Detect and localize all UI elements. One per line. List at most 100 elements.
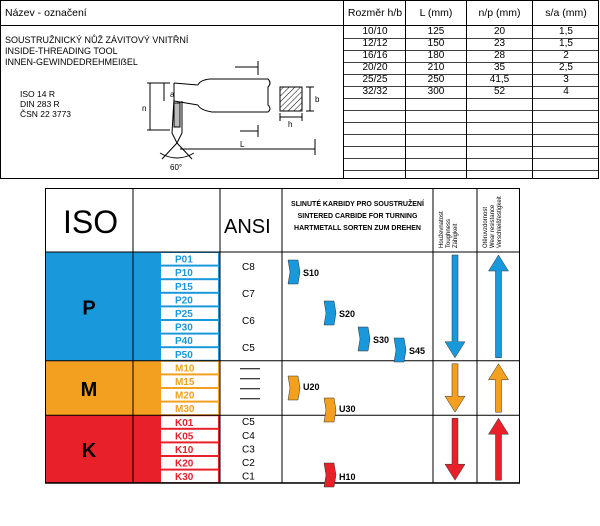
iso-chart-graphic: P01P10P15P20P25P30P40P50PM10M15M20M30MK0… bbox=[45, 188, 520, 488]
sort-shape-s45 bbox=[393, 337, 407, 363]
sa-cell: 1,5 bbox=[559, 38, 573, 49]
length-cell: 150 bbox=[427, 38, 445, 49]
grade-cell-bg bbox=[161, 416, 218, 428]
length-cell: 300 bbox=[427, 86, 445, 97]
size-cell: 20/20 bbox=[362, 62, 388, 73]
size-cell: 25/25 bbox=[362, 74, 388, 85]
standard-din: DIN 283 R bbox=[20, 99, 60, 109]
size-cell: 16/16 bbox=[362, 50, 388, 61]
group-m-block bbox=[45, 360, 133, 416]
ansi-label: C3 bbox=[242, 444, 255, 455]
grade-cell-bg bbox=[161, 429, 218, 442]
wear-arrow-p bbox=[488, 254, 509, 359]
sa-cell: 3 bbox=[563, 74, 569, 85]
grade-cell-bg bbox=[161, 443, 218, 455]
sa-cell: 2,5 bbox=[559, 62, 573, 73]
group-letter-m: M bbox=[81, 379, 98, 401]
grade-label-m20: M20 bbox=[175, 391, 195, 402]
grade-cell-bg bbox=[161, 470, 218, 483]
sort-shape-s20 bbox=[323, 300, 337, 326]
sort-label-s45: S45 bbox=[409, 346, 425, 356]
wear-arrow-k bbox=[488, 417, 509, 481]
grade-cell-bg bbox=[161, 307, 218, 319]
grade-cell-bg bbox=[161, 253, 218, 265]
group-p-block bbox=[45, 252, 133, 361]
grade-label-m10: M10 bbox=[175, 363, 195, 374]
grade-cell-bg bbox=[161, 457, 218, 469]
carbide-header-line: SINTERED CARBIDE FOR TURNING bbox=[298, 213, 418, 220]
size-cell: 12/12 bbox=[362, 38, 388, 49]
sort-label-u20: U20 bbox=[303, 382, 320, 392]
grade-label-p20: P20 bbox=[175, 295, 193, 306]
toughness-arrow-k bbox=[444, 417, 466, 481]
sort-label-s10: S10 bbox=[303, 268, 319, 278]
size-cell: 32/32 bbox=[362, 86, 388, 97]
spec-table: Název - označení Rozměr h/b L (mm) n/p (… bbox=[0, 0, 600, 180]
grade-cell-bg bbox=[161, 334, 218, 347]
np-cell: 28 bbox=[493, 50, 506, 61]
ansi-label: C7 bbox=[242, 289, 255, 300]
grade-cell-bg bbox=[161, 361, 218, 374]
grade-label-p15: P15 bbox=[175, 282, 193, 293]
spec-table-grid bbox=[0, 0, 599, 179]
tool-drawing: a n L h b 60° bbox=[142, 61, 320, 172]
grade-label-p10: P10 bbox=[175, 268, 193, 279]
ansi-label: C1 bbox=[242, 472, 255, 483]
grade-label-p01: P01 bbox=[175, 255, 193, 266]
sort-shape-s30 bbox=[357, 326, 371, 352]
tool-name-cz: SOUSTRUŽNICKÝ NŮŽ ZÁVITOVÝ VNITŘNÍ bbox=[5, 35, 189, 45]
group-letter-k: K bbox=[82, 440, 97, 462]
carbide-header-line: SLINUTÉ KARBIDY PRO SOUSTRUŽENÍ bbox=[291, 199, 425, 208]
label-b: b bbox=[315, 95, 320, 104]
label-L: L bbox=[240, 140, 245, 149]
length-column-header: L (mm) bbox=[419, 7, 453, 19]
label-a: a bbox=[170, 90, 175, 99]
length-cell: 125 bbox=[427, 26, 445, 37]
sort-shape-h10 bbox=[323, 462, 337, 488]
grade-label-k10: K10 bbox=[175, 445, 194, 456]
grade-label-k05: K05 bbox=[175, 431, 194, 442]
name-column-header: Název - označení bbox=[5, 7, 87, 19]
toughness-label: Toughness bbox=[446, 219, 452, 248]
iso-title: ISO bbox=[63, 204, 118, 240]
ansi-label: C8 bbox=[242, 262, 255, 273]
np-cell: 35 bbox=[493, 62, 506, 73]
toughness-arrow-m bbox=[444, 363, 466, 413]
np-cell: 52 bbox=[493, 86, 506, 97]
standard-iso: ISO 14 R bbox=[20, 89, 55, 99]
length-cell: 210 bbox=[427, 62, 445, 73]
size-column-header: Rozměr h/b bbox=[347, 7, 403, 19]
size-cell: 10/10 bbox=[362, 26, 388, 37]
grade-label-p40: P40 bbox=[175, 336, 193, 347]
ansi-label: C5 bbox=[242, 343, 255, 354]
wear-arrow-m bbox=[488, 363, 509, 413]
grade-label-m30: M30 bbox=[175, 404, 195, 415]
wear-label: Wear resistance bbox=[490, 204, 496, 248]
grade-cell-bg bbox=[161, 348, 218, 360]
ansi-label: C4 bbox=[242, 431, 255, 442]
sort-label-h10: H10 bbox=[339, 472, 356, 482]
standard-csn: ČSN 22 3773 bbox=[20, 109, 72, 119]
toughness-arrow-p bbox=[444, 254, 466, 359]
grade-label-p50: P50 bbox=[175, 350, 193, 361]
sa-cell: 1,5 bbox=[559, 26, 573, 37]
ansi-label: C6 bbox=[242, 316, 255, 327]
grade-label-p25: P25 bbox=[175, 309, 193, 320]
sa-cell: 2 bbox=[563, 50, 569, 61]
label-h: h bbox=[288, 120, 292, 129]
group-letter-p: P bbox=[82, 297, 95, 319]
length-cell: 180 bbox=[427, 50, 445, 61]
grade-label-k20: K20 bbox=[175, 459, 194, 470]
tool-name-de: INNEN-GEWINDEDREHMEIẞEL bbox=[5, 57, 138, 67]
carbide-header-line: HARTMETALL SORTEN ZUM DREHEN bbox=[294, 225, 421, 232]
grade-cell-bg bbox=[161, 402, 218, 415]
sort-shape-s10 bbox=[287, 259, 301, 285]
chart-grid bbox=[45, 188, 520, 484]
wear-label: Otěruvzdornost bbox=[483, 207, 489, 248]
sa-cell: 4 bbox=[563, 86, 569, 97]
length-cell: 250 bbox=[427, 74, 445, 85]
grade-label-k01: K01 bbox=[175, 418, 194, 429]
np-cell: 20 bbox=[493, 26, 506, 37]
sort-shape-u20 bbox=[287, 375, 301, 401]
sa-column-header: s/a (mm) bbox=[545, 7, 587, 19]
